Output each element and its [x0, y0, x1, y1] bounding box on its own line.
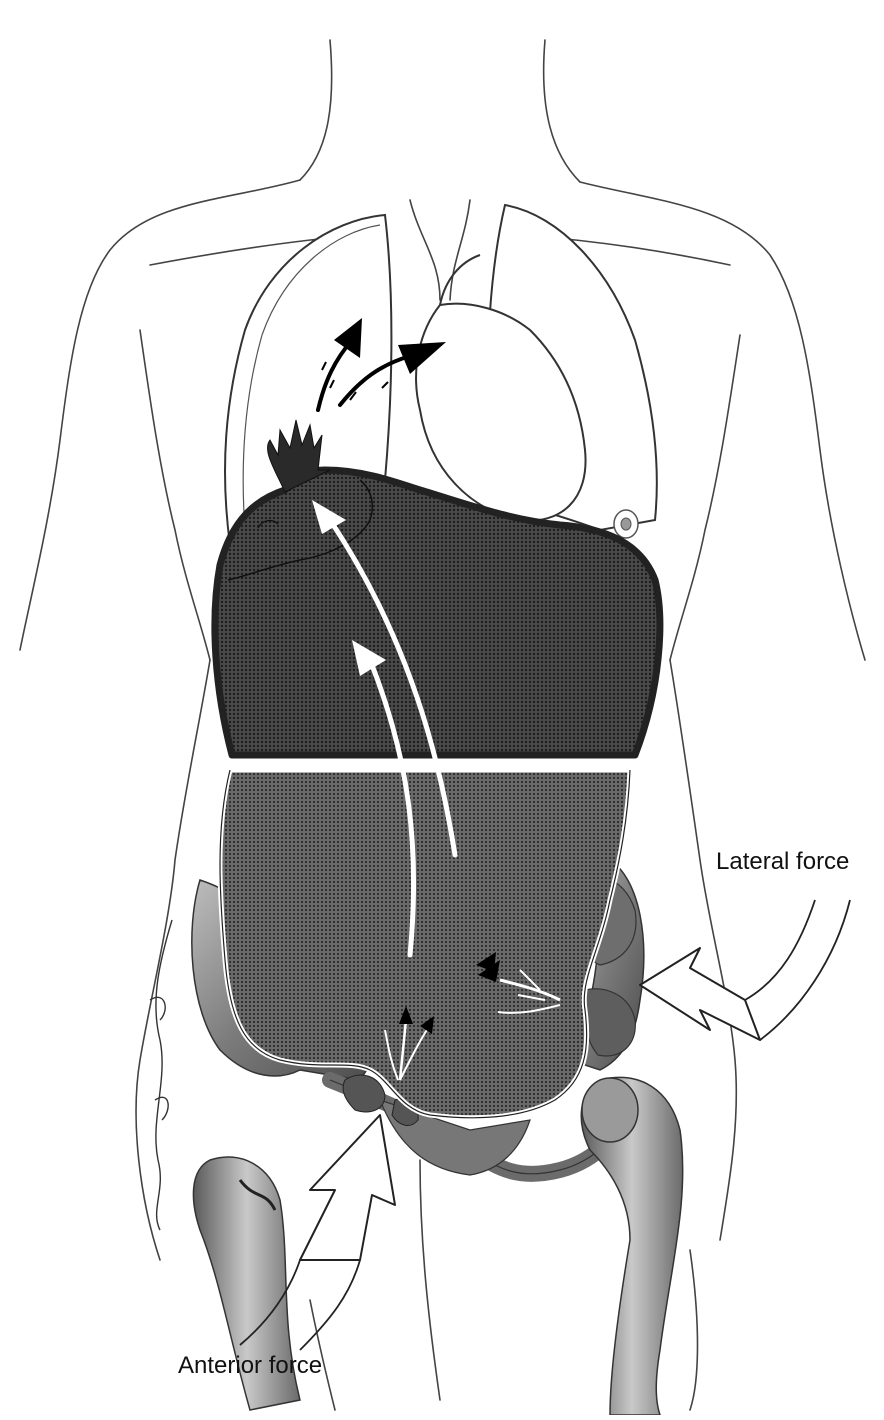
nipple: [614, 510, 638, 538]
large-white-arrow-lateral: [640, 900, 850, 1040]
artist-signature: [150, 920, 172, 1230]
anterior-force-label: Anterior force: [178, 1352, 322, 1380]
lateral-force-label: Lateral force: [716, 848, 849, 876]
